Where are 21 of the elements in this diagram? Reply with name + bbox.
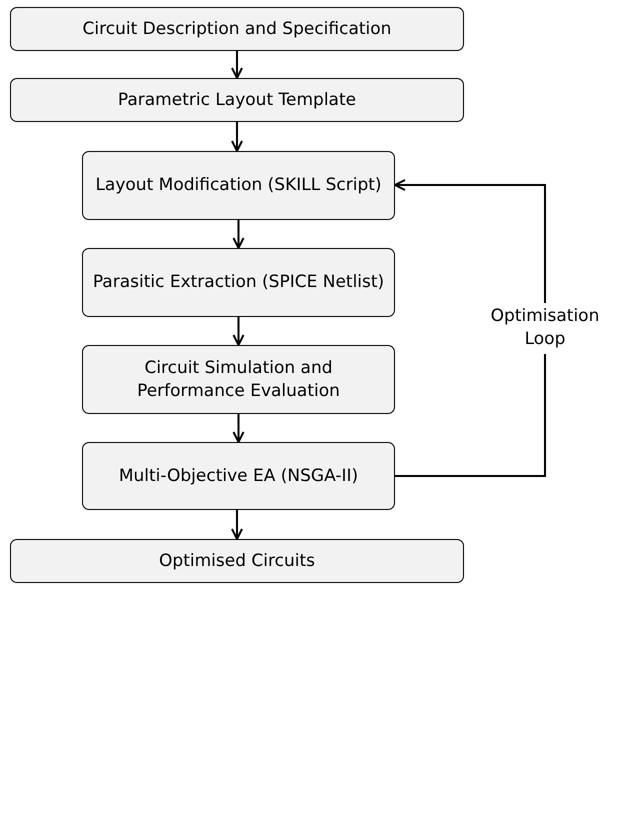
arrow	[232, 414, 244, 443]
process-box	[10, 539, 464, 583]
box-label: Parametric Layout Template	[116, 88, 358, 112]
arrow	[231, 510, 243, 540]
process-box	[82, 248, 395, 317]
box-label: Layout Modification (SKILL Script)	[94, 174, 383, 197]
box-label: Multi-Objective EA (NSGA-II)	[118, 464, 360, 488]
box-label: Circuit Simulation and Performance Evaluation	[136, 356, 341, 402]
process-box	[82, 345, 395, 414]
process-box	[82, 442, 395, 510]
process-box	[10, 78, 464, 122]
arrow	[232, 220, 244, 249]
arrow	[231, 51, 243, 79]
arrow	[232, 317, 244, 346]
box-label: Optimised Circuits	[158, 550, 316, 572]
box-label: Parasitic Extraction (SPICE Netlist)	[92, 271, 386, 294]
loop-arrow	[394, 179, 546, 477]
process-box	[82, 151, 395, 220]
process-box	[10, 7, 464, 51]
arrow	[231, 122, 243, 152]
box-label: Circuit Description and Specification	[82, 18, 392, 40]
